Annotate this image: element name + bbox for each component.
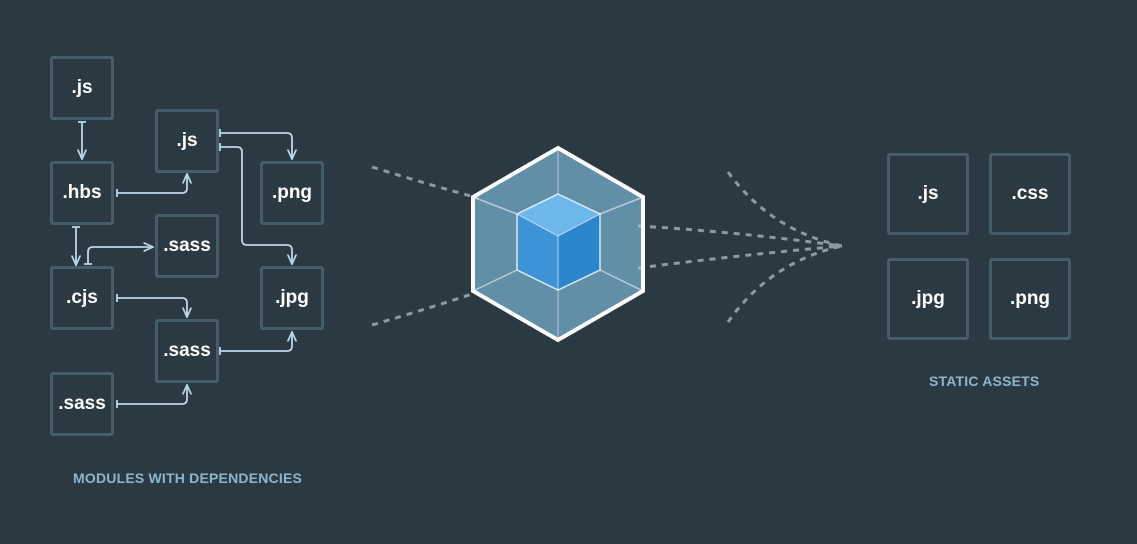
module-label: .js xyxy=(176,130,198,151)
connector-sassc-sassb xyxy=(117,386,187,405)
module-label: .jpg xyxy=(275,287,309,308)
modules-caption: MODULES WITH DEPENDENCIES xyxy=(73,470,303,486)
asset-css: .css xyxy=(989,153,1071,235)
module-sass-a: .sass xyxy=(155,214,219,278)
outgoing-dashes xyxy=(637,171,843,323)
webpack-cube-icon xyxy=(471,145,645,343)
module-png: .png xyxy=(260,161,324,225)
connector-cjs-sass xyxy=(87,247,152,264)
module-label: .sass xyxy=(58,393,106,414)
module-sass-c: .sass xyxy=(50,372,114,436)
connector-hbs-js xyxy=(117,175,187,194)
asset-label: .js xyxy=(917,183,939,204)
module-label: .sass xyxy=(163,340,211,361)
module-label: .sass xyxy=(163,235,211,256)
module-sass-b: .sass xyxy=(155,319,219,383)
assets-caption: STATIC ASSETS xyxy=(929,373,1040,389)
connector-js-png xyxy=(220,132,292,158)
module-js-mid: .js xyxy=(155,109,219,173)
connector-js-jpg xyxy=(220,146,292,263)
incoming-dashes xyxy=(371,165,479,327)
asset-label: .jpg xyxy=(911,288,945,309)
module-jpg: .jpg xyxy=(260,266,324,330)
module-js-top: .js xyxy=(50,56,114,120)
module-label: .hbs xyxy=(62,182,102,203)
asset-jpg: .jpg xyxy=(887,258,969,340)
connector-cjs-sassb xyxy=(117,297,187,316)
asset-label: .css xyxy=(1011,183,1049,204)
module-label: .cjs xyxy=(66,287,98,308)
module-label: .js xyxy=(71,77,93,98)
asset-label: .png xyxy=(1009,288,1051,309)
asset-png: .png xyxy=(989,258,1071,340)
connector-sassb-jpg xyxy=(220,333,292,352)
asset-js: .js xyxy=(887,153,969,235)
module-cjs: .cjs xyxy=(50,266,114,330)
module-hbs: .hbs xyxy=(50,161,114,225)
module-label: .png xyxy=(271,182,313,203)
